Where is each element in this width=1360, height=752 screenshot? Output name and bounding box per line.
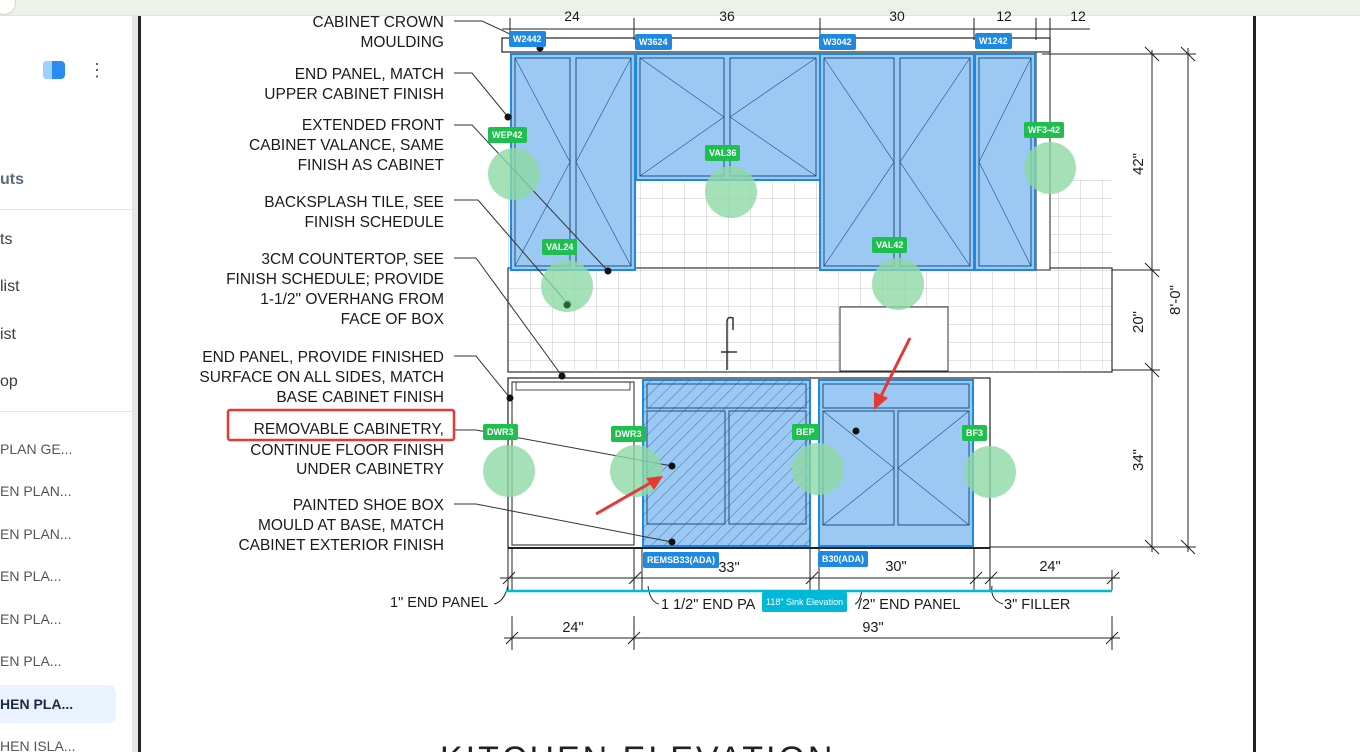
sheet-item-active[interactable]: HEN PLA... bbox=[0, 685, 116, 723]
dim-base-24: 24" bbox=[1039, 559, 1060, 575]
callout-countertop-4: FACE OF BOX bbox=[341, 311, 445, 328]
callout-countertop-1: 3CM COUNTERTOP, SEE bbox=[261, 251, 444, 268]
callout-valance-3: FINISH AS CABINET bbox=[298, 157, 445, 174]
sidebar-divider bbox=[0, 411, 132, 412]
sidebar-nav-item[interactable]: op bbox=[0, 373, 18, 390]
highlight-box bbox=[226, 408, 456, 442]
tag-val42[interactable]: VAL42 bbox=[872, 237, 908, 253]
tag-w2442[interactable]: W2442 bbox=[509, 31, 546, 47]
drawing-title: KITCHEN ELEVATION bbox=[440, 740, 835, 752]
green-markers[interactable] bbox=[483, 142, 1076, 498]
tag-val24[interactable]: VAL24 bbox=[542, 239, 578, 255]
dim-top-24: 24 bbox=[564, 8, 580, 24]
tag-dwr3-left[interactable]: DWR3 bbox=[483, 424, 518, 440]
note-3-filler: 3" FILLER bbox=[1004, 597, 1070, 613]
dim-top-36: 36 bbox=[719, 8, 735, 24]
tag-w3042[interactable]: W3042 bbox=[819, 34, 856, 50]
callout-base-end-panel-2: SURFACE ON ALL SIDES, MATCH bbox=[199, 369, 444, 386]
dim-34: 34" bbox=[1130, 449, 1147, 471]
dim-42: 42" bbox=[1130, 153, 1147, 175]
sheet-item[interactable]: EN PLAN... bbox=[0, 483, 72, 499]
callout-shoe-box-3: CABINET EXTERIOR FINISH bbox=[238, 537, 444, 554]
sidebar-nav-item[interactable]: ist bbox=[0, 326, 16, 343]
callout-shoe-box-2: MOULD AT BASE, MATCH bbox=[258, 517, 444, 534]
sheet-item[interactable]: EN PLAN... bbox=[0, 526, 72, 542]
callout-countertop-2: FINISH SCHEDULE; PROVIDE bbox=[226, 271, 444, 288]
tag-wep42[interactable]: WEP42 bbox=[488, 127, 527, 143]
dim-base-33: 33" bbox=[718, 560, 739, 576]
tag-val36[interactable]: VAL36 bbox=[705, 145, 741, 161]
vertical-dimension-lines bbox=[990, 46, 1196, 555]
faucet bbox=[721, 316, 737, 370]
dim-base-30: 30" bbox=[885, 559, 906, 575]
callout-base-end-panel-1: END PANEL, PROVIDE FINISHED bbox=[202, 349, 444, 366]
tag-remsb33[interactable]: REMSB33(ADA) bbox=[643, 552, 720, 568]
more-options-icon[interactable]: ⋮ bbox=[88, 60, 106, 80]
callout-backsplash-1: BACKSPLASH TILE, SEE bbox=[264, 194, 444, 211]
callout-crown-1: CABINET CROWN bbox=[313, 14, 444, 31]
callout-base-end-panel-3: BASE CABINET FINISH bbox=[276, 389, 444, 406]
dim-top-30: 30 bbox=[889, 8, 905, 24]
note-1-5-end-panel: 1 1/2" END PA bbox=[661, 597, 756, 613]
callout-removable-3: UNDER CABINETRY bbox=[296, 461, 444, 478]
callout-end-panel-2: UPPER CABINET FINISH bbox=[264, 86, 444, 103]
top-toolbar-strip bbox=[0, 0, 1360, 16]
callout-leaders bbox=[454, 20, 673, 543]
dim-top-12b: 12 bbox=[1070, 8, 1086, 24]
tag-w1242[interactable]: W1242 bbox=[975, 33, 1012, 49]
sidebar-divider bbox=[0, 209, 132, 210]
red-arrows bbox=[595, 337, 912, 516]
sheet-item[interactable]: EN PLA... bbox=[0, 568, 62, 584]
sheet-item[interactable]: PLAN GE... bbox=[0, 441, 73, 457]
tag-dwr3-center[interactable]: DWR3 bbox=[611, 426, 646, 442]
upper-cabinet-w3624[interactable] bbox=[635, 53, 821, 181]
sheet-item[interactable]: HEN ISLA... bbox=[0, 738, 76, 752]
note-end-panel-right: /2" END PANEL bbox=[858, 597, 960, 613]
callout-valance-1: EXTENDED FRONT bbox=[302, 117, 445, 134]
dim-top-12a: 12 bbox=[996, 8, 1012, 24]
tag-w3624[interactable]: W3624 bbox=[635, 34, 672, 50]
panel-toggle-icon[interactable] bbox=[43, 61, 65, 79]
callout-removable-2: CONTINUE FLOOR FINISH bbox=[250, 442, 444, 459]
callout-crown-2: MOULDING bbox=[360, 34, 444, 51]
callout-end-panel-1: END PANEL, MATCH bbox=[295, 66, 444, 83]
crown-moulding bbox=[501, 37, 1051, 53]
dim-bottom-24: 24" bbox=[562, 620, 583, 636]
tag-sink-elevation[interactable]: 118" Sink Elevation bbox=[762, 592, 848, 612]
tag-bf3[interactable]: BF3 bbox=[962, 425, 988, 441]
callout-shoe-box-1: PAINTED SHOE BOX bbox=[293, 497, 445, 514]
callout-countertop-3: 1-1/2" OVERHANG FROM bbox=[260, 291, 444, 308]
dim-20: 20" bbox=[1130, 311, 1147, 333]
sheet-item[interactable]: EN PLA... bbox=[0, 653, 62, 669]
callout-valance-2: CABINET VALANCE, SAME bbox=[249, 137, 444, 154]
dim-8-0: 8'-0" bbox=[1167, 285, 1184, 315]
tag-bep[interactable]: BEP bbox=[792, 424, 819, 440]
callout-backsplash-2: FINISH SCHEDULE bbox=[304, 214, 444, 231]
sidebar-section-title: uts bbox=[0, 171, 24, 188]
note-1-end-panel: 1" END PANEL bbox=[390, 595, 488, 611]
sidebar-nav-item[interactable]: ts bbox=[0, 231, 13, 248]
sidebar-nav-item[interactable]: list bbox=[0, 278, 20, 295]
tag-wf3-42[interactable]: WF3-42 bbox=[1024, 122, 1065, 138]
base-dimension-line bbox=[500, 548, 1120, 590]
sheet-item[interactable]: EN PLA... bbox=[0, 611, 62, 627]
dim-bottom-93: 93" bbox=[862, 620, 883, 636]
bottom-dimension-line bbox=[504, 616, 1120, 650]
sidebar: ⋮ uts ts list ist op PLAN GE... EN PLAN.… bbox=[0, 16, 133, 752]
panel-gutter bbox=[133, 16, 138, 752]
range-hood-outlet bbox=[839, 306, 949, 372]
tag-b30[interactable]: B30(ADA) bbox=[818, 551, 869, 567]
callout-removable-1: REMOVABLE CABINETRY, bbox=[254, 421, 444, 438]
countertop-outline bbox=[507, 267, 1113, 373]
